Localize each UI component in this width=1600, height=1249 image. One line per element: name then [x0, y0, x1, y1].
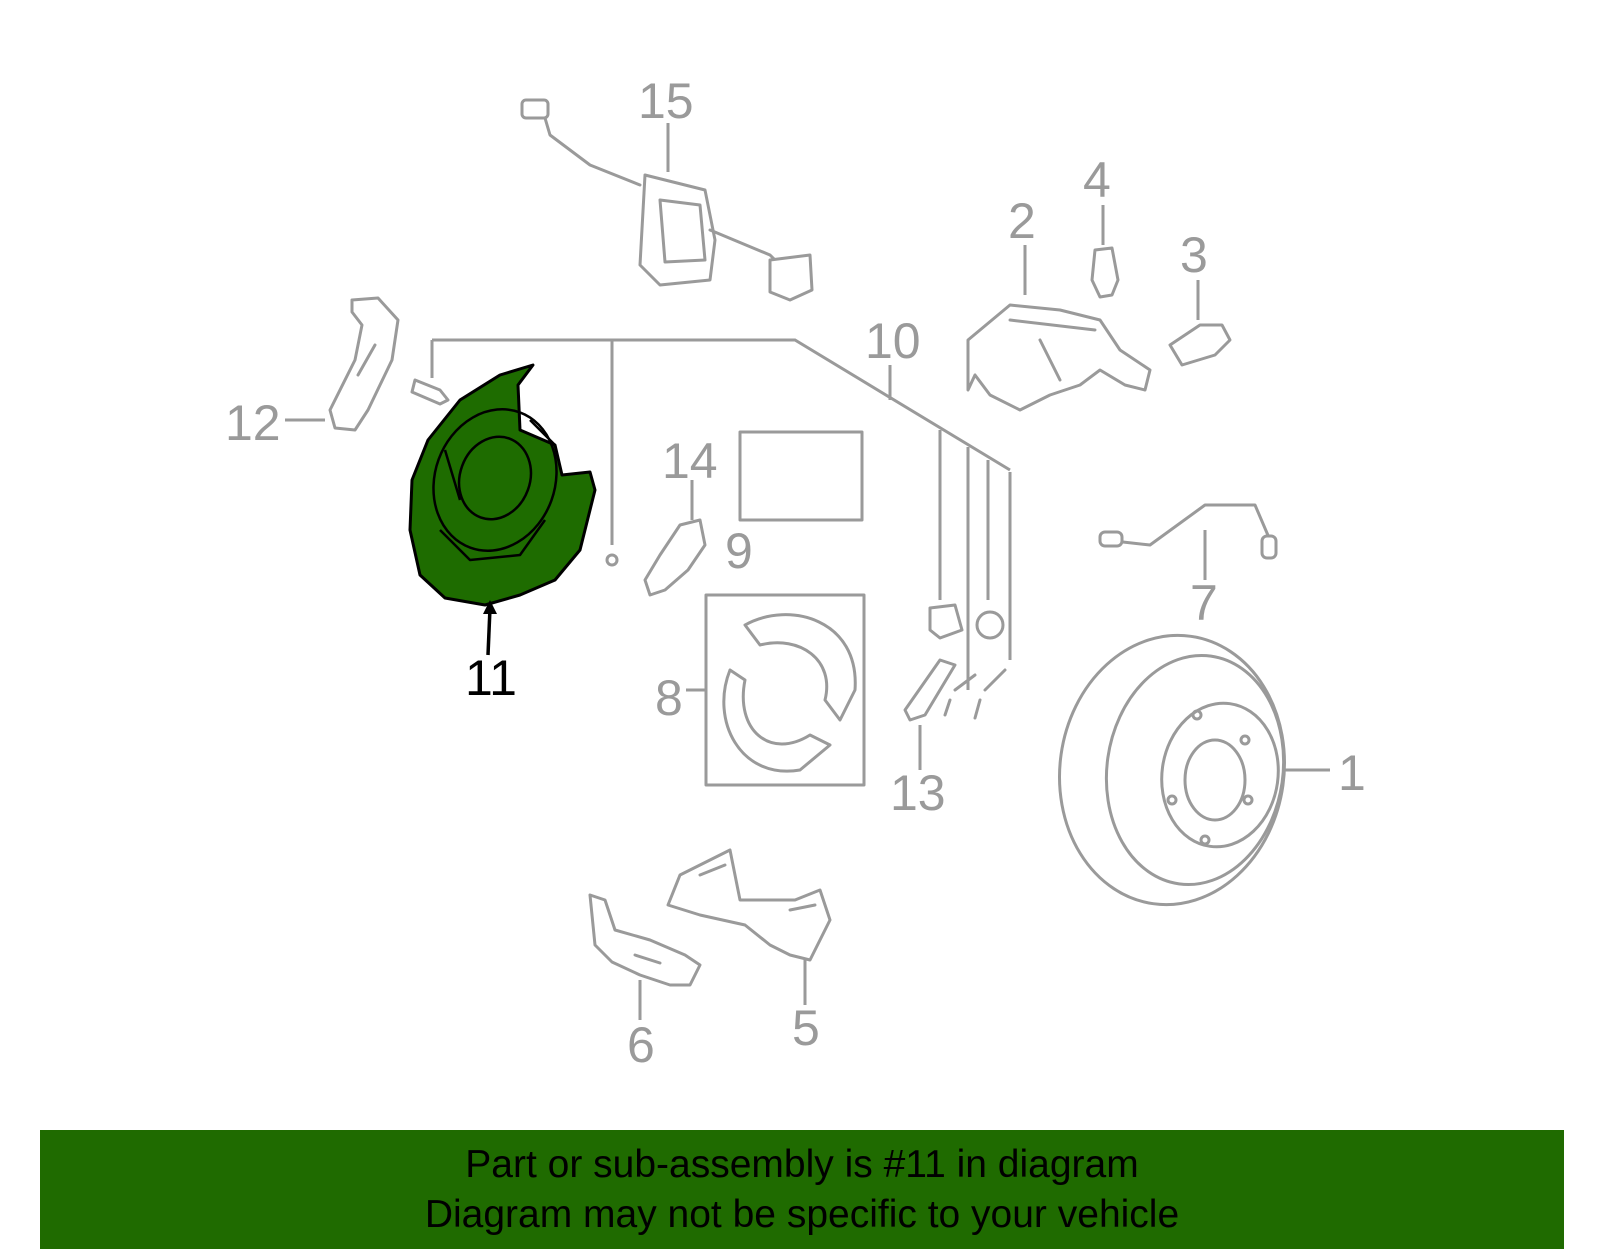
callout-8[interactable]: 8: [655, 670, 683, 726]
info-banner: Part or sub-assembly is #11 in diagram D…: [40, 1130, 1564, 1249]
part-10-clip[interactable]: [605, 553, 619, 567]
part-7-brake-hose[interactable]: [1098, 503, 1278, 560]
callout-6[interactable]: 6: [627, 1017, 655, 1073]
part-8-brake-shoes[interactable]: [704, 593, 866, 787]
part-3-bolt[interactable]: [1168, 323, 1232, 367]
callout-3[interactable]: 3: [1180, 227, 1208, 283]
callout-12[interactable]: 12: [225, 395, 281, 451]
callout-1[interactable]: 1: [1338, 745, 1366, 801]
part-9-kit-box[interactable]: [738, 430, 864, 522]
callout-4[interactable]: 4: [1083, 152, 1111, 208]
part-6-brake-pad[interactable]: [588, 893, 702, 987]
callout-13[interactable]: 13: [890, 765, 946, 821]
callout-15[interactable]: 15: [638, 73, 694, 129]
part-5-caliper-bracket[interactable]: [666, 848, 832, 962]
part-14-adjuster[interactable]: [643, 518, 707, 597]
part-11-backing-plate[interactable]: [408, 363, 597, 607]
callout-7[interactable]: 7: [1190, 575, 1218, 631]
callout-14[interactable]: 14: [662, 433, 718, 489]
part-10-hardware-group-leader: [430, 338, 1012, 690]
callout-2[interactable]: 2: [1008, 193, 1036, 249]
callout-11[interactable]: 11: [465, 650, 517, 706]
part-10-pin[interactable]: [410, 378, 450, 406]
part-2-caliper[interactable]: [966, 303, 1152, 412]
part-15-cable-bracket[interactable]: [520, 98, 814, 302]
leader-11: [486, 607, 492, 656]
part-1-brake-rotor[interactable]: [1042, 621, 1301, 920]
part-12-bracket[interactable]: [328, 296, 400, 432]
callout-5[interactable]: 5: [792, 1000, 820, 1056]
leader-11-arrow: [483, 600, 497, 614]
banner-line-2: Diagram may not be specific to your vehi…: [424, 1193, 1180, 1236]
callout-9[interactable]: 9: [725, 523, 753, 579]
banner-line-1: Part or sub-assembly is #11 in diagram: [465, 1143, 1139, 1186]
part-13-hold-down[interactable]: [903, 658, 957, 722]
part-10-bushings[interactable]: [928, 603, 1007, 720]
callout-10[interactable]: 10: [865, 313, 921, 369]
part-4-bleeder[interactable]: [1090, 246, 1120, 299]
